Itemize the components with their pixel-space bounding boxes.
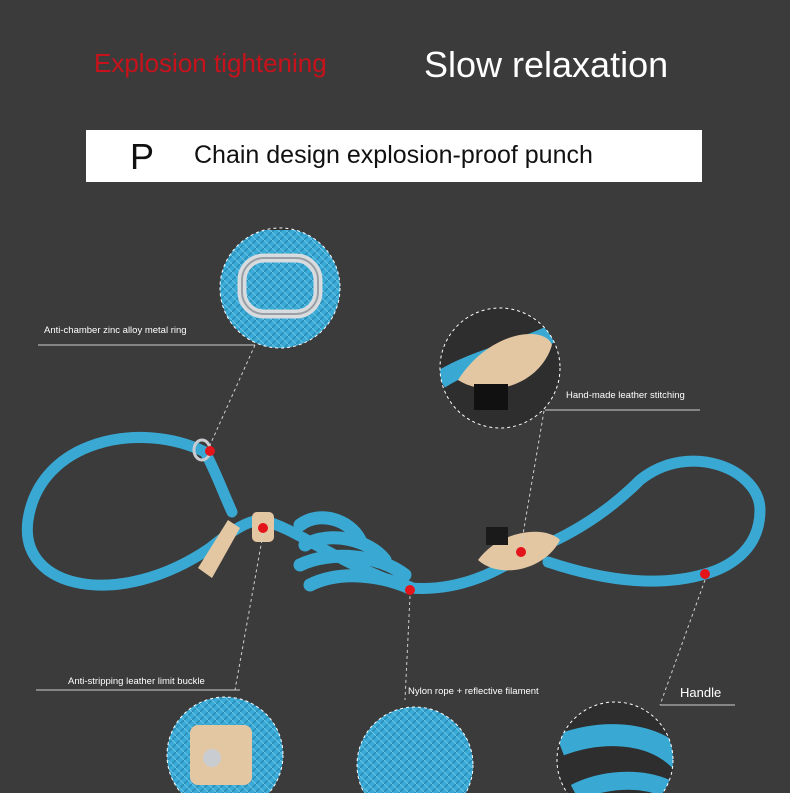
rope-coil (293, 511, 417, 595)
handle-detail-circle (556, 701, 674, 793)
metal-ring-label: Anti-chamber zinc alloy metal ring (44, 325, 187, 336)
slow-relaxation-title: Slow relaxation (424, 44, 669, 85)
limit-buckle-label: Anti-stripping leather limit buckle (68, 676, 205, 687)
brand-tag (486, 527, 508, 545)
feature-banner: P Chain design explosion-proof punch (86, 130, 702, 182)
handle-label: Handle (680, 685, 722, 700)
ring-detail-circle (219, 227, 341, 349)
banner-text: Chain design explosion-proof punch (194, 141, 593, 169)
buckle-detail-circle (166, 696, 284, 793)
limit-buckle-leather (198, 520, 240, 578)
leather-stitching-label: Hand-made leather stitching (566, 390, 685, 401)
callout-markers (205, 446, 710, 595)
explosion-tightening-title: Explosion tightening (94, 48, 327, 78)
stitching-detail-circle (439, 307, 561, 429)
nylon-detail-circle (356, 706, 474, 793)
banner-letter: P (130, 136, 155, 177)
nylon-rope-label: Nylon rope + reflective filament (408, 686, 539, 697)
